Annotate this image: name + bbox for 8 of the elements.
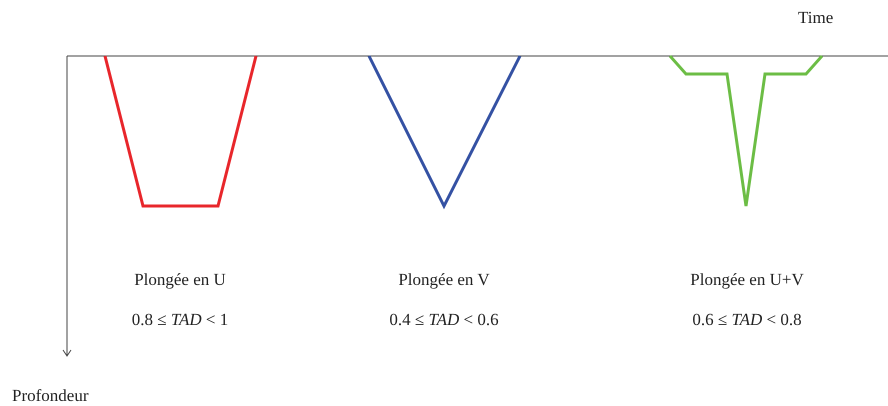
axis-label: Time — [798, 8, 834, 28]
profile-title: Plongée en U — [134, 270, 226, 290]
range-formula: 0.8 ≤ TAD < 1 — [132, 310, 228, 330]
profile-title: Plongée en U+V — [690, 270, 804, 290]
profile-title: Plongée en V — [398, 270, 490, 290]
range-formula: 0.4 ≤ TAD < 0.6 — [389, 310, 499, 330]
axis-label: Profondeur — [12, 386, 88, 406]
range-formula: 0.6 ≤ TAD < 0.8 — [692, 310, 802, 330]
